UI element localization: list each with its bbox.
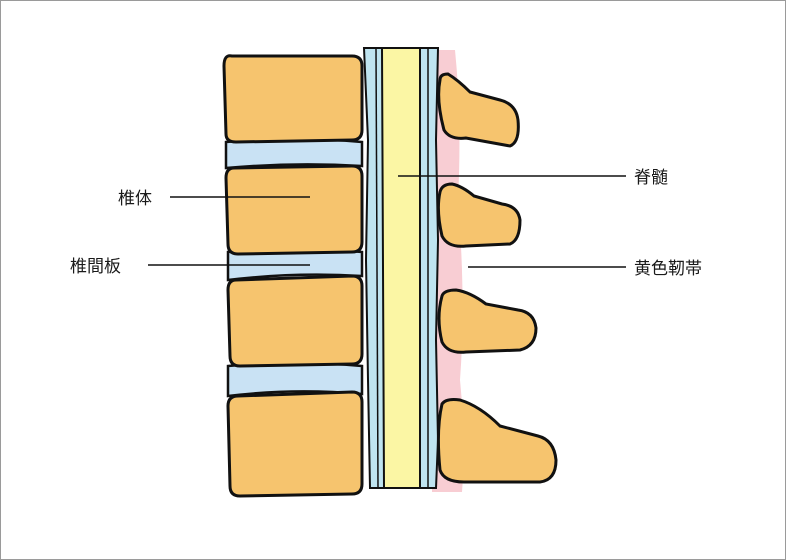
ligamentum-flavum-shape [432, 50, 464, 492]
spinous-process-1 [437, 72, 520, 148]
vertebral-body-3 [226, 274, 364, 368]
vertebral-body-2 [224, 164, 364, 256]
vertebral-body-1 [222, 54, 364, 144]
spinal-cord-shape [380, 47, 421, 489]
spinous-process-2 [436, 182, 522, 248]
vertebral-body-4 [226, 390, 364, 498]
vertebral-body-label: 椎体 [118, 189, 152, 209]
spinal-cord-label: 脊髄 [634, 168, 668, 188]
spinous-process-3 [437, 288, 538, 354]
intervertebral-disc-1 [224, 137, 364, 170]
intervertebral-disc-label: 椎間板 [70, 257, 121, 277]
spinous-process-4 [436, 398, 558, 484]
ligamentum-flavum-label: 黄色靭帯 [634, 259, 702, 279]
